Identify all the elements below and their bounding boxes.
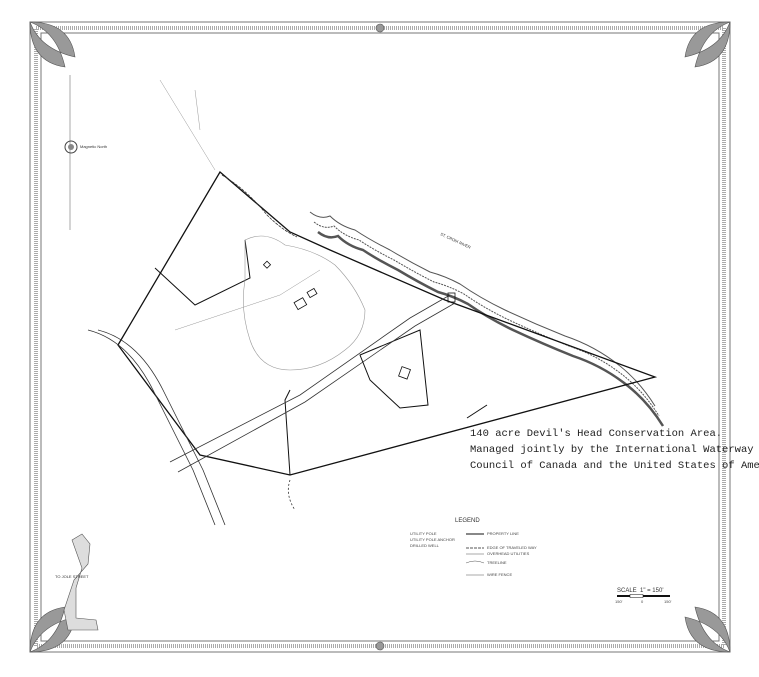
- compass-label: Magnetic North: [80, 144, 107, 149]
- legend-line: WIRE FENCE: [487, 572, 512, 577]
- decorative-border: [29, 21, 731, 653]
- treeline: [243, 235, 366, 371]
- legend-line: PROPERTY LINE: [487, 531, 519, 536]
- legend: LEGEND UTILITY POLE UTILITY POLE ANCHOR …: [410, 518, 537, 577]
- structures: [262, 260, 456, 380]
- legend-line: TREELINE: [487, 560, 507, 565]
- legend-symbol: DRILLED WELL: [410, 543, 440, 548]
- roads: [87, 174, 456, 526]
- scale-tick: 150': [664, 599, 672, 604]
- north-arrow: Magnetic North: [64, 75, 107, 230]
- scale-label: SCALE: [617, 588, 637, 594]
- legend-line: OVERHEAD UTILITIES: [487, 551, 530, 556]
- river-bank: [309, 211, 665, 427]
- river-label: ST. CROIX RIVER: [440, 231, 472, 249]
- corner-ornaments: [29, 21, 731, 653]
- scale-tick: 0: [641, 599, 644, 604]
- inner-parcel-line: [154, 239, 429, 476]
- note-line: Council of Canada and the United States …: [470, 460, 759, 472]
- location-inset-map: [63, 533, 99, 631]
- legend-symbol: UTILITY POLE ANCHOR: [410, 537, 455, 542]
- overhead-utilities: [159, 79, 321, 331]
- scale-ratio: 1" = 150': [640, 588, 663, 594]
- note-leader-line: [466, 404, 488, 419]
- scale-tick: 150': [615, 599, 623, 604]
- note-line: 140 acre Devil's Head Conservation Area.: [470, 428, 723, 440]
- legend-symbol: UTILITY POLE: [410, 531, 437, 536]
- conservation-area-note: 140 acre Devil's Head Conservation Area.…: [470, 426, 759, 474]
- location-note: TO JOLE STREET: [55, 574, 89, 579]
- note-line: Managed jointly by the International Wat…: [470, 444, 754, 456]
- scale-bar: SCALE 1" = 150' 150' 0 150': [615, 588, 672, 604]
- property-boundary: [117, 171, 658, 476]
- legend-title: LEGEND: [455, 518, 480, 524]
- legend-line: EDGE OF TRAVELED WAY: [487, 545, 537, 550]
